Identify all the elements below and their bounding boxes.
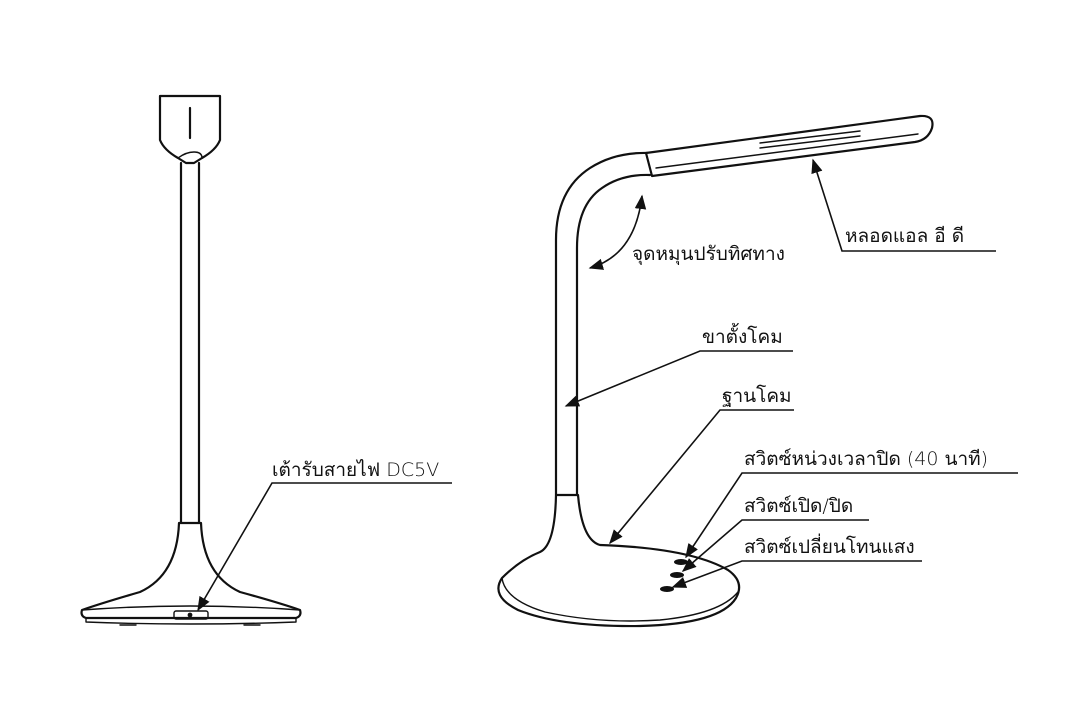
label-power-switch: สวิตซ์เปิด/ปิด <box>744 495 853 517</box>
label-stand: ขาตั้งโคม <box>702 323 783 348</box>
side-base-rim <box>501 577 739 622</box>
front-stem <box>179 161 201 525</box>
label-pivot: จุดหมุนปรับทิศทาง <box>632 243 785 266</box>
side-base <box>497 493 741 628</box>
side-lamp-arm <box>644 114 934 178</box>
front-base-bottom <box>85 617 297 625</box>
label-tone-switch: สวิตซ์เปลี่ยนโทนแสง <box>744 533 915 558</box>
front-base-rim <box>81 605 301 611</box>
label-led: หลอดแอล อี ดี <box>845 225 964 247</box>
callout-tone-switch: สวิตซ์เปลี่ยนโทนแสง <box>671 533 922 588</box>
side-arm-edge <box>655 133 919 169</box>
tone-button <box>660 586 674 592</box>
dc-socket-hole <box>187 612 193 618</box>
callout-dc-socket: เต้ารับสายไฟ DC5V <box>197 459 452 612</box>
label-dc-socket: เต้ารับสายไฟ DC5V <box>272 459 439 481</box>
front-base <box>80 521 302 620</box>
power-button <box>670 572 684 578</box>
side-arm-joint <box>645 152 653 177</box>
side-stem-inner <box>575 173 652 497</box>
callout-power-switch: สวิตซ์เปิด/ปิด <box>681 495 869 572</box>
side-view-lamp <box>497 114 934 628</box>
led-strip-2 <box>759 135 861 149</box>
label-base: ฐานโคม <box>722 384 792 407</box>
front-neck-joint <box>177 151 203 159</box>
led-strip <box>759 130 861 144</box>
front-view-lamp <box>80 94 302 626</box>
callout-pivot: จุดหมุนปรับทิศทาง <box>588 194 785 270</box>
callout-timer-switch: สวิตซ์หน่วงเวลาปิด (40 นาที) <box>685 448 1018 559</box>
callout-base: ฐานโคม <box>609 384 794 545</box>
callout-stand: ขาตั้งโคม <box>564 323 793 407</box>
dc-socket <box>173 610 209 620</box>
side-stem <box>554 151 650 497</box>
label-timer-switch: สวิตซ์หน่วงเวลาปิด (40 นาที) <box>744 448 988 470</box>
timer-button <box>674 559 688 565</box>
callout-led: หลอดแอล อี ดี <box>811 158 996 252</box>
